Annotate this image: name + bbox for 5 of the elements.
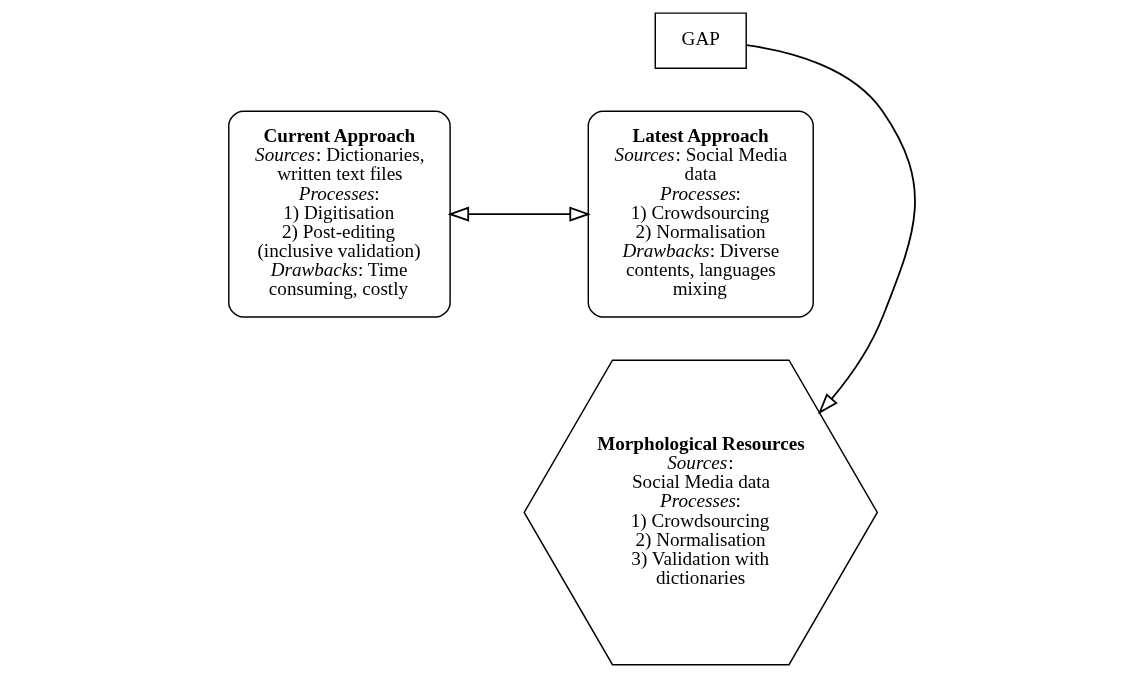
arrow [745, 44, 916, 415]
arrow [447, 206, 591, 222]
node-box: Current Approach Sources: Dictionaries, written text files Processes: 1) Digitisation 2) Post-editing (inclusive validation) Drawbacks: Time consuming, costly [227, 110, 451, 318]
node-box: GAP [654, 12, 747, 69]
node-box: Latest Approach Sources: Social Media data Processes: 1) Crowdsourcing 2) Normalisation Drawbacks: Diverse contents, languages mixing [587, 110, 814, 318]
